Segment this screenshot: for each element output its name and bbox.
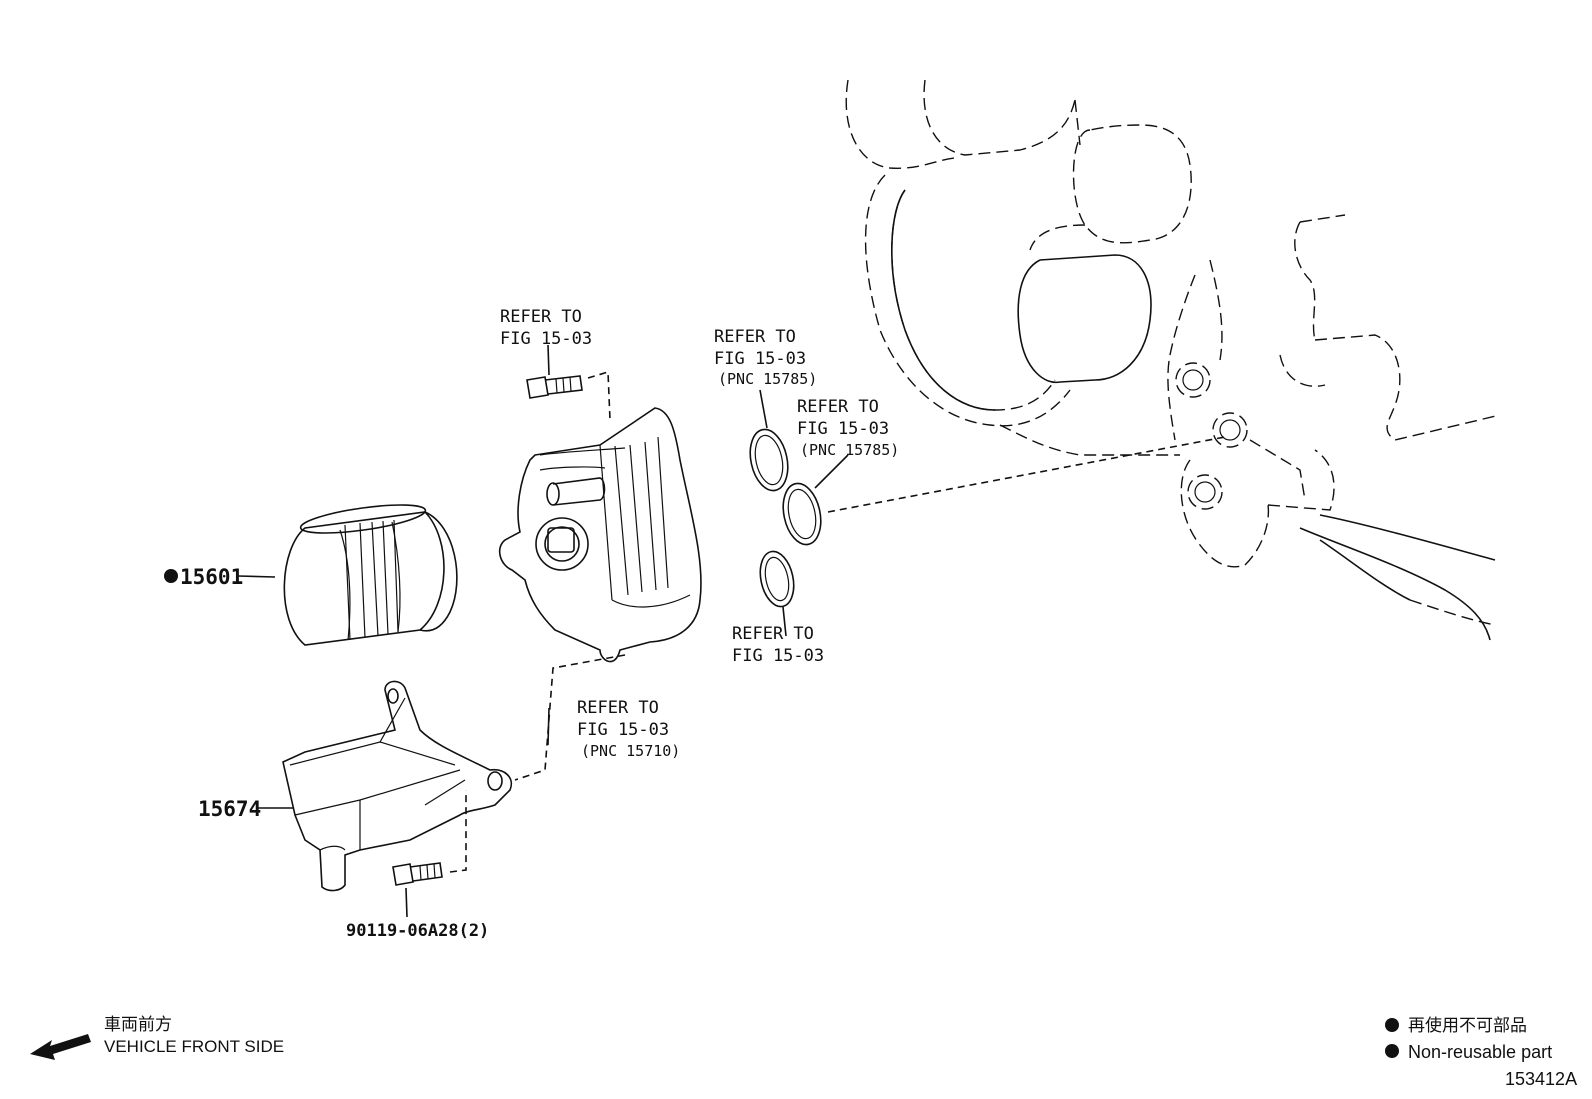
gasket-lower-ref-line [782,606,787,637]
gasket-upper-ref-line [759,389,768,429]
ref-gasket-upper-line3: (PNC 15785) [718,370,817,388]
leader-oil-filter [237,575,276,578]
ref-gasket-mid-line2: FIG 15-03 [797,419,889,439]
bolt-top [526,375,583,399]
oil-cooler [498,407,702,663]
legend-dot-jp [1385,1018,1399,1032]
ref-gasket-upper-line2: FIG 15-03 [714,349,806,369]
legend-dot-en [1385,1044,1399,1058]
part-number-oil-filter: 15601 [180,565,243,589]
bolt-top-ref-line [547,344,550,376]
ref-gasket-lower-line2: FIG 15-03 [732,646,824,666]
direction-label-en: VEHICLE FRONT SIDE [104,1037,284,1056]
ref-cooler-bottom-line1: REFER TO [577,698,659,718]
direction-label-jp: 車両前方 [104,1015,172,1034]
bolt-bottom [392,862,443,886]
front-direction-arrow-icon [30,1034,91,1060]
gasket-upper [749,428,789,492]
gasket-mid-ref-line [814,454,849,489]
non-reusable-marker [164,569,178,583]
gasket-to-engine-leader [827,436,1226,513]
ref-bolt-top-line2: FIG 15-03 [500,329,592,349]
ref-cooler-bottom-line3: (PNC 15710) [581,742,680,760]
ref-bolt-top-line1: REFER TO [500,307,582,327]
part-number-bracket: 15674 [198,797,261,821]
ref-gasket-lower-line1: REFER TO [732,624,814,644]
legend-label-jp: 再使用不可部品 [1408,1015,1527,1035]
ref-gasket-mid-line3: (PNC 15785) [800,441,899,459]
legend-label-en: Non-reusable part [1408,1042,1552,1062]
gasket-lower [759,550,795,608]
oil-filter [283,504,458,646]
bolt-top-leader [587,370,611,421]
bolt-bottom-leader [449,790,467,873]
engine-block-outline [845,79,1501,641]
part-number-bolt: 90119-06A28(2) [346,921,489,941]
bracket [282,680,512,892]
figure-id: 153412A [1505,1069,1577,1089]
ref-gasket-upper-line1: REFER TO [714,327,796,347]
cooler-bottom-ref-line [547,707,550,746]
bolt-bottom-ref-line [405,887,408,918]
gasket-mid [782,482,822,546]
ref-cooler-bottom-line2: FIG 15-03 [577,720,669,740]
ref-gasket-mid-line1: REFER TO [797,397,879,417]
